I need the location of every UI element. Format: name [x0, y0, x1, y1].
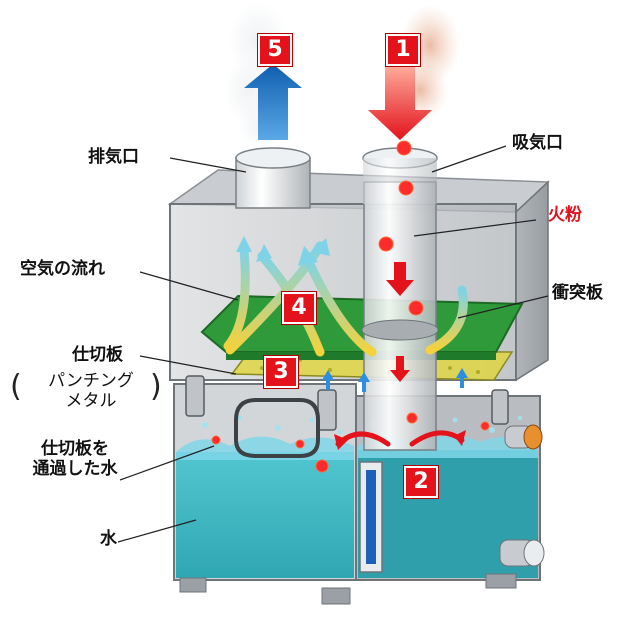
flow-arrow-icon: [223, 241, 468, 357]
side-fittings: [499, 424, 545, 567]
label-sparks: 火粉: [548, 205, 582, 225]
handle: [234, 398, 320, 458]
step-badge-3: 3: [264, 356, 298, 388]
label-partition-plate: 仕切板: [72, 345, 123, 365]
spark-icon: [211, 140, 490, 473]
step-badge-2: 2: [404, 466, 438, 498]
water-body: [176, 452, 354, 578]
step-badge-5: 5: [258, 34, 292, 66]
sight-glass-level: [366, 470, 376, 564]
intake-column: [363, 181, 437, 451]
label-impact-plate: 衝突板: [552, 283, 603, 303]
partition-up-arrows: [322, 368, 468, 392]
label-water-through-line2: 通過した水: [32, 458, 118, 479]
label-punching-metal: パンチング メタル: [30, 371, 152, 411]
label-intake-port: 吸気口: [512, 133, 563, 153]
step-badge-1: 1: [386, 34, 420, 66]
label-punching-metal-line2: メタル: [65, 390, 117, 411]
step-badge-4: 4: [282, 292, 316, 324]
label-exhaust-port: 排気口: [88, 147, 139, 167]
upper-chamber-side: [515, 180, 549, 382]
exhaust-arrow-icon: [244, 64, 302, 140]
leader-lines: [117, 145, 549, 543]
paren-right: ): [150, 369, 162, 404]
label-air-flow: 空気の流れ: [20, 259, 105, 279]
label-punching-metal-line1: パンチング: [48, 371, 134, 391]
paren-left: (: [10, 369, 22, 404]
intake-arrow-icon: [368, 62, 432, 140]
label-water-through-line1: 仕切板を: [41, 439, 109, 459]
label-water: 水: [100, 529, 117, 549]
label-water-through: 仕切板を 通過した水: [20, 439, 130, 479]
